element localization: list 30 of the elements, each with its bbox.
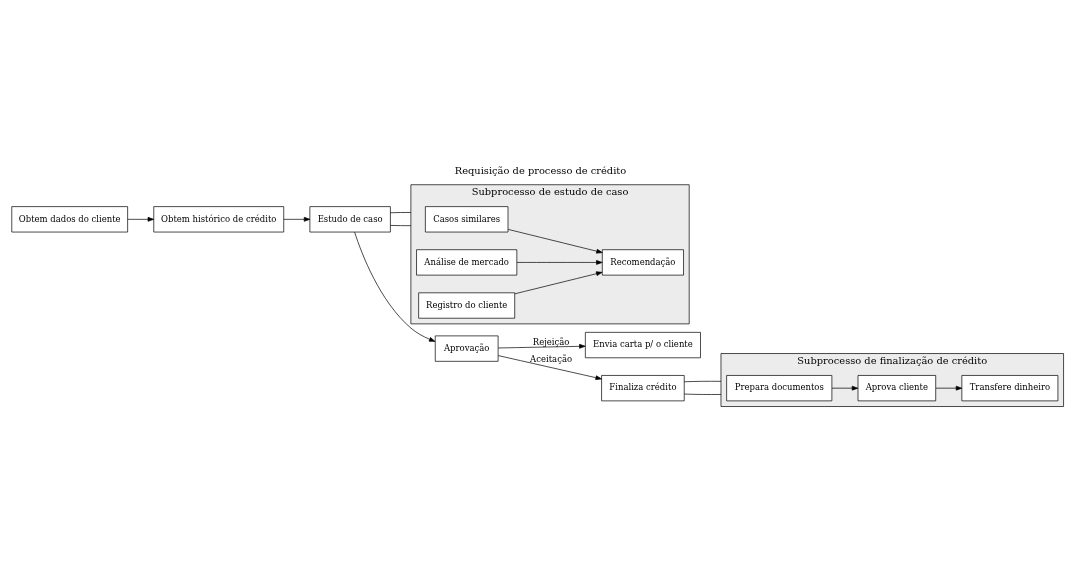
arrow (283, 217, 311, 222)
connector (390, 225, 412, 227)
arrow (497, 344, 586, 349)
node-box: Finaliza crédito (601, 375, 685, 402)
arrow (935, 385, 963, 391)
arrow (831, 385, 859, 391)
node-box: Obtem dados do cliente (11, 206, 128, 233)
node-box: Casos similares (425, 206, 509, 233)
arrow (514, 271, 603, 295)
node-box: Aprovação (434, 335, 499, 362)
arrow (127, 217, 155, 222)
node-box: Obtem histórico de crédito (153, 206, 285, 233)
edge-label: Aceitação (530, 353, 573, 364)
node-box: Registro do cliente (418, 292, 516, 319)
node-box: Envia carta p/ o cliente (585, 332, 701, 359)
node-box: Transfere dinheiro (961, 375, 1059, 402)
arrow (516, 260, 603, 265)
connector (683, 393, 722, 395)
connector (683, 380, 722, 383)
node-box: Aprova cliente (857, 375, 937, 402)
node-box: Prepara documentos (726, 375, 833, 402)
arrow (497, 355, 602, 380)
node-box: Recomendação (601, 249, 684, 276)
arrow (354, 231, 436, 342)
arrow (507, 229, 603, 254)
connector (390, 212, 412, 214)
node-box: Análise de mercado (416, 249, 518, 276)
diagram-title: Requisição de processo de crédito (454, 164, 627, 176)
node-box: Estudo de caso (309, 206, 391, 233)
edge-label: Rejeição (532, 336, 570, 347)
